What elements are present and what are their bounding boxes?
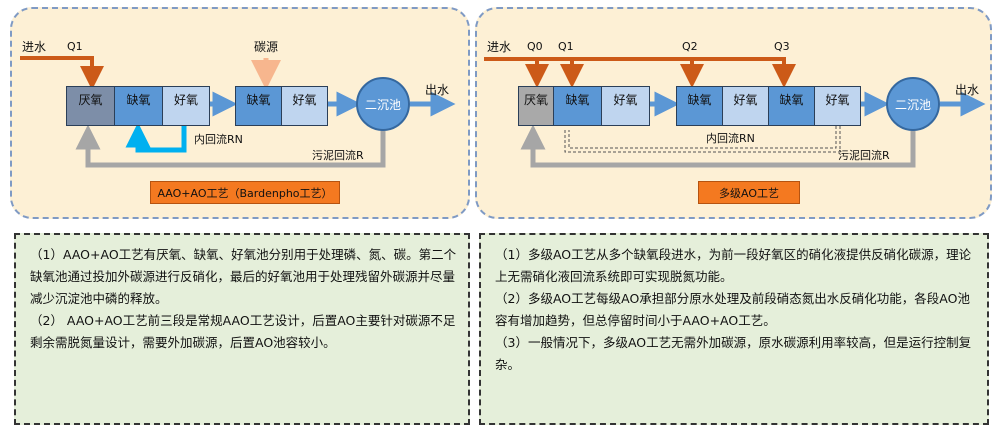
- left-tank-aerobic-2: 好氧: [281, 86, 328, 126]
- left-tank-anoxic-1: 缺氧: [114, 86, 163, 126]
- left-tank-anaerobic: 厌氧: [66, 86, 115, 126]
- left-inflow-label: 进水: [22, 40, 47, 54]
- right-description-point-1: （1）多级AO工艺从多个缺氧段进水，为前一段好氧区的硝化液提供反硝化碳源，理论上…: [495, 247, 972, 284]
- right-internal-recycle-label: 内回流RN: [706, 132, 755, 145]
- right-description-point-2: （2）多级AO工艺每级AO承担部分原水处理及前段硝态氮出水反硝化功能，各段AO池…: [495, 291, 970, 328]
- right-tank-anoxic-1: 缺氧: [553, 86, 602, 126]
- right-q2-label: Q2: [682, 40, 698, 53]
- left-outflow-label: 出水: [425, 83, 450, 97]
- right-internal-recycle-inner: [564, 126, 841, 153]
- right-q3-label: Q3: [774, 40, 790, 53]
- right-sludge-recycle: [520, 124, 916, 168]
- right-diagram-title: 多级AO工艺: [698, 181, 800, 204]
- left-inflow-arrow: [20, 56, 104, 90]
- left-internal-recycle: [125, 122, 187, 153]
- right-tank-aerobic-3: 好氧: [814, 86, 861, 126]
- right-tank-anaerobic: 厌氧: [518, 86, 554, 126]
- left-sludge-recycle: [75, 124, 386, 168]
- left-q1-label: Q1: [67, 40, 83, 53]
- right-q1-label: Q1: [558, 40, 574, 53]
- left-tank-aerobic-1: 好氧: [162, 86, 210, 126]
- left-description-point-1: （1）AAO+AO工艺有厌氧、缺氧、好氧池分别用于处理磷、氮、碳。第二个缺氧池通…: [30, 247, 457, 306]
- left-clarifier: 二沉池: [356, 77, 410, 131]
- right-tank-anoxic-2: 缺氧: [676, 86, 723, 126]
- right-tank-anoxic-3: 缺氧: [768, 86, 815, 126]
- right-outflow-label: 出水: [955, 83, 980, 97]
- right-description-box: （1）多级AO工艺从多个缺氧段进水，为前一段好氧区的硝化液提供反硝化碳源，理论上…: [479, 233, 989, 425]
- left-carbon-label: 碳源: [254, 40, 279, 54]
- right-q0-label: Q0: [527, 40, 543, 53]
- left-description-point-2: （2） AAO+AO工艺前三段是常规AAO工艺设计，后置AO主要针对碳源不足剩余…: [30, 313, 456, 350]
- left-description-box: （1）AAO+AO工艺有厌氧、缺氧、好氧池分别用于处理磷、氮、碳。第二个缺氧池通…: [14, 233, 470, 425]
- left-diagram-title: AAO+AO工艺（Bardenpho工艺）: [150, 181, 340, 204]
- right-internal-recycle: [568, 126, 837, 149]
- left-sludge-recycle-label: 污泥回流R: [312, 149, 364, 162]
- right-description-point-3: （3）一般情况下，多级AO工艺无需外加碳源，原水碳源利用率较高，但是运行控制复杂…: [495, 335, 972, 372]
- left-internal-recycle-label: 内回流RN: [194, 133, 243, 146]
- right-inflow-label: 进水: [487, 40, 512, 54]
- right-clarifier: 二沉池: [886, 77, 940, 131]
- left-tank-anoxic-2: 缺氧: [235, 86, 282, 126]
- right-tank-aerobic-2: 好氧: [722, 86, 769, 126]
- right-sludge-recycle-label: 污泥回流R: [838, 149, 890, 162]
- right-tank-aerobic-1: 好氧: [601, 86, 650, 126]
